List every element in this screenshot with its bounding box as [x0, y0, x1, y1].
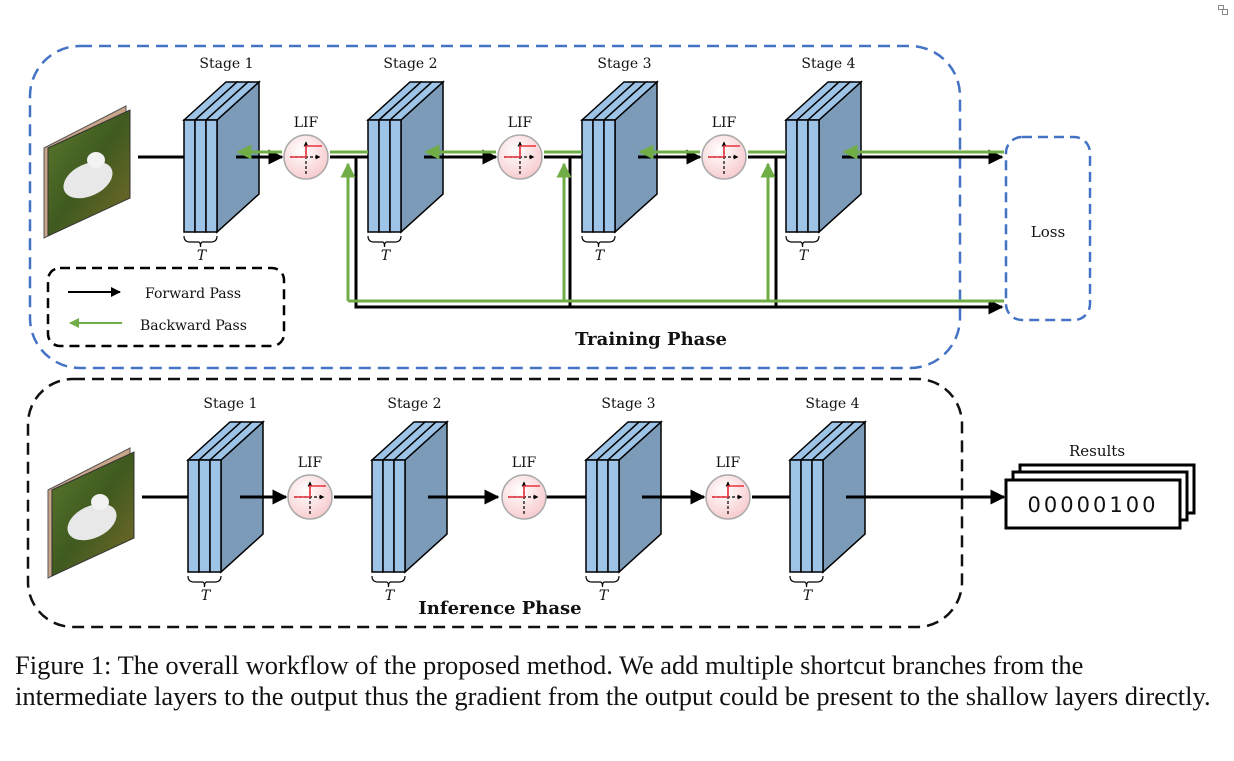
time-label: T — [381, 248, 392, 264]
legend-box — [46, 266, 286, 348]
stage-block-3: T Stage 3 — [584, 396, 663, 604]
step-function-icon — [504, 145, 536, 158]
training-input-image — [43, 105, 131, 239]
stage-block-3: T Stage 3 — [580, 56, 659, 264]
stage-block-2: T Stage 2 — [366, 56, 445, 264]
training-phase-border — [28, 44, 962, 370]
backward-shortcut-branches — [340, 162, 1004, 303]
time-label: T — [799, 248, 810, 264]
lif-neuron-3: LIF — [701, 115, 747, 180]
time-brace — [183, 235, 218, 248]
results-label: Results — [1069, 442, 1125, 460]
legend-backward-label: Backward Pass — [140, 318, 247, 334]
lif-label: LIF — [716, 455, 741, 471]
time-brace — [371, 575, 406, 588]
lif-label: LIF — [298, 455, 323, 471]
stage-label: Stage 1 — [199, 56, 253, 72]
stage-block-2: T Stage 2 — [370, 396, 449, 604]
training-phase-title: Training Phase — [575, 329, 727, 350]
stage-label: Stage 1 — [203, 396, 257, 412]
step-function-icon — [708, 145, 740, 158]
figure-caption: Figure 1: The overall workflow of the pr… — [15, 650, 1211, 711]
lif-label: LIF — [712, 115, 737, 131]
time-label: T — [197, 248, 208, 264]
time-brace — [187, 575, 222, 588]
time-brace — [367, 235, 402, 248]
lif-label: LIF — [508, 115, 533, 131]
results-value: 00000100 — [1028, 493, 1159, 517]
stage-block-1: T Stage 1 — [182, 56, 261, 264]
step-function-icon — [508, 485, 540, 498]
lif-neuron-2: LIF — [501, 455, 547, 520]
time-label: T — [385, 588, 396, 604]
loss-label: Loss — [1031, 223, 1065, 241]
stage-label: Stage 4 — [805, 396, 859, 412]
workflow-diagram: Loss T Stage 1 T Stage 2 T Stage 3 T Stage 4 — [26, 44, 1196, 629]
inference-phase-border — [26, 377, 964, 629]
stage-label: Stage 3 — [597, 56, 651, 72]
time-label: T — [595, 248, 606, 264]
loss-box — [1004, 135, 1092, 322]
time-label: T — [201, 588, 212, 604]
time-label: T — [803, 588, 814, 604]
lif-label: LIF — [512, 455, 537, 471]
results-stack: 00000100 — [1004, 463, 1196, 530]
forward-shortcut-branches — [354, 157, 1004, 315]
stage-label: Stage 4 — [801, 56, 855, 72]
stage-block-4: T Stage 4 — [784, 56, 863, 264]
time-brace — [789, 575, 824, 588]
stage-label: Stage 2 — [387, 396, 441, 412]
corner-mark-icon — [1218, 0, 1228, 15]
step-function-icon — [290, 145, 322, 158]
time-brace — [585, 575, 620, 588]
time-label: T — [599, 588, 610, 604]
lif-neuron-1: LIF — [287, 455, 333, 520]
stage-block-1: T Stage 1 — [186, 396, 265, 604]
stage-label: Stage 2 — [383, 56, 437, 72]
step-function-icon — [712, 485, 744, 498]
lif-label: LIF — [294, 115, 319, 131]
stage-block-4: T Stage 4 — [788, 396, 867, 604]
inference-phase-title: Inference Phase — [418, 598, 581, 619]
legend-forward-label: Forward Pass — [145, 286, 241, 302]
lif-neuron-3: LIF — [705, 455, 751, 520]
lif-neuron-1: LIF — [283, 115, 329, 180]
lif-neuron-2: LIF — [497, 115, 543, 180]
inference-input-image — [47, 447, 135, 579]
time-brace — [581, 235, 616, 248]
time-brace — [785, 235, 820, 248]
step-function-icon — [294, 485, 326, 498]
stage-label: Stage 3 — [601, 396, 655, 412]
